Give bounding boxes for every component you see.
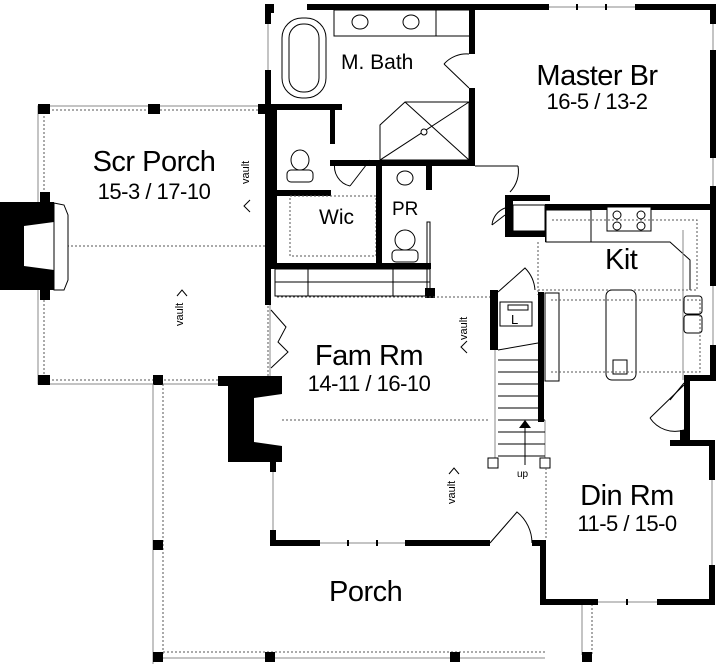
exterior-walls bbox=[265, 4, 716, 605]
room-din-rm: Din Rm 11-5 / 15-0 bbox=[568, 482, 686, 535]
master-bath-fixtures bbox=[268, 4, 475, 166]
room-label-wic: Wic bbox=[319, 206, 354, 229]
room-label-master-bath: M. Bath bbox=[341, 51, 414, 74]
master-entry bbox=[475, 165, 550, 237]
toilet-and-closet bbox=[271, 104, 431, 297]
vault-annotation-scr-porch-lower: vault bbox=[174, 302, 186, 326]
front-porch-outline bbox=[152, 384, 593, 664]
kitchen-fixtures bbox=[537, 204, 715, 382]
powder-room-fixtures bbox=[277, 160, 495, 298]
room-dims-din-rm: 11-5 / 15-0 bbox=[577, 511, 677, 536]
room-label-porch: Porch bbox=[329, 576, 403, 608]
room-master-br: Master Br 16-5 / 13-2 bbox=[526, 62, 668, 113]
laundry-label: L bbox=[511, 312, 519, 327]
vault-annotation-scr-porch-upper: vault bbox=[240, 160, 252, 184]
room-dims-fam-rm: 14-11 / 16-10 bbox=[307, 371, 431, 396]
vault-annotation-fam-rm-upper: vault bbox=[458, 316, 470, 340]
porch-fireplace bbox=[0, 192, 69, 300]
room-label-din-rm: Din Rm bbox=[580, 480, 674, 512]
room-fam-rm: Fam Rm 14-11 / 16-10 bbox=[296, 342, 442, 395]
room-label-pr: PR bbox=[392, 199, 419, 220]
room-label-scr-porch: Scr Porch bbox=[92, 146, 216, 178]
staircase bbox=[487, 267, 551, 540]
room-dims-scr-porch: 15-3 / 17-10 bbox=[97, 179, 211, 204]
room-label-master-br: Master Br bbox=[536, 60, 658, 92]
room-label-kit: Kit bbox=[605, 244, 638, 276]
stair-up-label: up bbox=[517, 469, 529, 480]
vault-annotation-fam-rm-lower: vault bbox=[446, 480, 458, 504]
room-scr-porch: Scr Porch 15-3 / 17-10 bbox=[74, 148, 234, 203]
room-label-fam-rm: Fam Rm bbox=[314, 340, 424, 372]
room-dims-master-br: 16-5 / 13-2 bbox=[546, 89, 648, 114]
family-room-fireplace bbox=[218, 376, 490, 472]
